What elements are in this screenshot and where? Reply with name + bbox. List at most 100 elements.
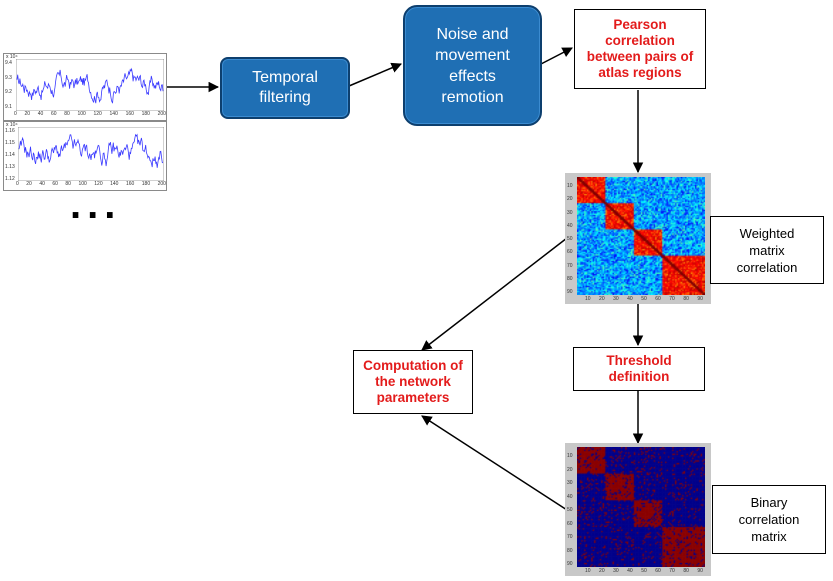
matrix-ytick: 80: [567, 275, 573, 282]
xtick: 20: [24, 111, 31, 117]
arrow-binary-to-network: [421, 415, 568, 511]
xtick: 160: [125, 181, 135, 187]
network-parameters-label: Computation of the network parameters: [363, 358, 463, 405]
ytick: 9.2: [5, 89, 12, 96]
matrix-xtick: 60: [655, 296, 661, 302]
matrix-ytick: 20: [567, 196, 573, 203]
binary-matrix-label: Binary correlation matrix: [738, 495, 800, 544]
matrix-xtick: 40: [627, 568, 633, 574]
signal-plot-1-yticks: 9.4 9.3 9.2 9.1: [5, 60, 12, 110]
xtick: 180: [141, 181, 151, 187]
signal-plot-2-xticks: 0 20 40 60 80 100 120 140 160 180 200: [16, 181, 166, 187]
matrix-xtick: 50: [641, 568, 647, 574]
threshold-box: Threshold definition: [573, 347, 705, 391]
weighted-matrix-yticks: 10 20 30 40 50 60 70 80 90: [567, 183, 573, 295]
signal-plot-1-xticks: 0 20 40 60 80 100 120 140 160 180 200: [14, 111, 166, 117]
temporal-filtering-box: Temporal filtering: [220, 57, 350, 119]
matrix-xtick: 40: [627, 296, 633, 302]
ytick: 9.4: [5, 60, 12, 66]
matrix-ytick: 70: [567, 534, 573, 540]
weighted-matrix-frame: 10 20 30 40 50 60 70 80 90 10 20 30 40 5…: [565, 173, 711, 304]
binary-matrix-box: Binary correlation matrix: [712, 485, 826, 554]
matrix-xtick: 70: [669, 296, 675, 302]
matrix-xtick: 30: [613, 568, 619, 574]
ytick: 9.1: [5, 103, 12, 110]
ytick: 1.14: [5, 152, 15, 158]
matrix-ytick: 40: [567, 222, 573, 229]
weighted-matrix-box: Weighted matrix correlation: [710, 216, 824, 284]
signal-plot-2-yticks: 1.16 1.15 1.14 1.13 1.12: [5, 128, 15, 182]
matrix-xtick: 90: [697, 296, 703, 302]
matrix-xtick: 90: [697, 568, 703, 574]
xtick: 140: [109, 111, 118, 117]
matrix-xtick: 80: [683, 296, 689, 302]
matrix-ytick: 10: [567, 453, 573, 459]
matrix-ytick: 30: [567, 480, 573, 486]
matrix-ytick: 90: [567, 561, 573, 567]
signal-plot-1-scale: x 10⁴: [6, 54, 18, 60]
matrix-ytick: 20: [567, 466, 573, 473]
matrix-ytick: 50: [567, 507, 573, 513]
binary-matrix-heatmap: [577, 447, 705, 567]
signal-plot-2-trace: [18, 127, 164, 181]
matrix-xtick: 50: [641, 296, 647, 302]
matrix-ytick: 70: [567, 262, 573, 269]
weighted-matrix-label: Weighted matrix correlation: [736, 225, 798, 275]
matrix-xtick: 10: [585, 296, 591, 302]
network-parameters-box: Computation of the network parameters: [353, 350, 473, 414]
xtick: 200: [157, 181, 166, 187]
temporal-filtering-label: Temporal filtering: [252, 69, 318, 106]
matrix-ytick: 90: [567, 289, 573, 295]
matrix-xtick: 60: [655, 568, 661, 574]
matrix-xtick: 80: [683, 568, 689, 574]
pearson-correlation-label: Pearson correlation between pairs of atl…: [586, 17, 694, 80]
xtick: 120: [93, 111, 102, 117]
matrix-xtick: 20: [599, 568, 605, 574]
signal-plot-1-trace: [16, 59, 164, 111]
ytick: 1.16: [5, 128, 15, 134]
signal-plot-1: x 10⁴ 9.4 9.3 9.2 9.1 0 20 40 60 80 100 …: [3, 53, 167, 121]
xtick: 200: [157, 111, 166, 117]
noise-removal-box: Noise and movement effects remotion: [403, 5, 542, 126]
xtick: 160: [125, 111, 134, 117]
xtick: 20: [26, 181, 32, 187]
matrix-xtick: 30: [613, 296, 619, 302]
xtick: 120: [94, 181, 103, 187]
matrix-ytick: 10: [567, 183, 573, 189]
matrix-ytick: 80: [567, 547, 573, 554]
binary-matrix-frame: 10 20 30 40 50 60 70 80 90 10 20 30 40 5…: [565, 443, 711, 576]
binary-matrix-yticks: 10 20 30 40 50 60 70 80 90: [567, 453, 573, 567]
ytick: 1.13: [5, 164, 15, 170]
pearson-correlation-box: Pearson correlation between pairs of atl…: [574, 9, 706, 89]
ytick: 9.3: [5, 74, 12, 81]
signal-plot-2-scale: x 10⁴: [6, 122, 18, 128]
xtick: 60: [52, 181, 58, 187]
xtick: 80: [65, 181, 71, 187]
weighted-matrix-heatmap: [577, 177, 705, 295]
threshold-label: Threshold definition: [606, 353, 672, 384]
matrix-ytick: 30: [567, 209, 573, 216]
xtick: 0: [14, 111, 17, 117]
arrow-noise-to-pearson: [540, 47, 573, 65]
noise-removal-label: Noise and movement effects remotion: [435, 25, 510, 106]
matrix-ytick: 40: [567, 493, 573, 500]
ytick: 1.15: [5, 140, 15, 146]
matrix-ytick: 50: [567, 236, 573, 242]
xtick: 180: [141, 111, 150, 117]
signal-plot-2: x 10⁴ 1.16 1.15 1.14 1.13 1.12 0 20 40 6…: [3, 121, 167, 191]
xtick: 80: [64, 111, 70, 117]
xtick: 0: [16, 181, 19, 187]
xtick: 100: [77, 111, 86, 117]
matrix-ytick: 60: [567, 249, 573, 256]
matrix-xtick: 20: [599, 296, 605, 302]
arrow-weighted-to-network: [421, 237, 568, 351]
matrix-ytick: 60: [567, 520, 573, 527]
ytick: 1.12: [5, 176, 15, 182]
arrow-filtering-to-noise: [348, 62, 402, 87]
matrix-xtick: 10: [585, 568, 591, 574]
xtick: 100: [78, 181, 87, 187]
xtick: 40: [39, 181, 45, 187]
weighted-matrix-xticks: 10 20 30 40 50 60 70 80 90: [585, 296, 703, 302]
xtick: 60: [50, 111, 57, 117]
